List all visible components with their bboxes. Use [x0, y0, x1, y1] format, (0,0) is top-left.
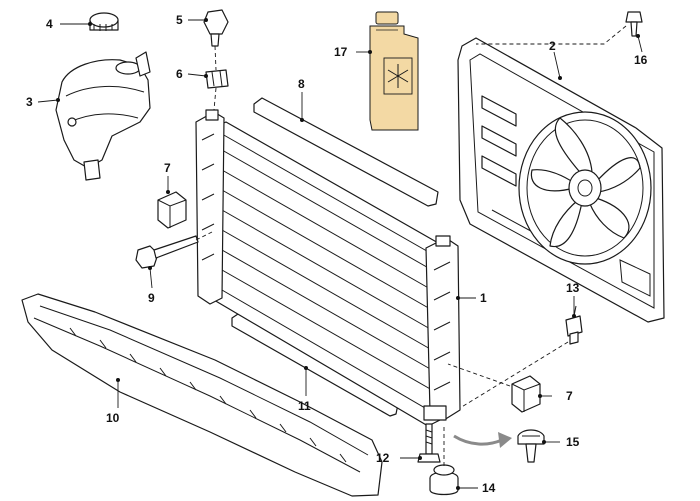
callout-9: 9	[148, 291, 155, 305]
callout-5: 5	[176, 13, 183, 27]
radiator-part-1	[195, 109, 461, 427]
screw-part-16	[625, 11, 643, 37]
seal-strip-part-8	[253, 97, 439, 207]
rubber-mount-part-7-lower	[511, 375, 541, 413]
callout-12: 12	[376, 451, 390, 465]
callout-1: 1	[480, 291, 487, 305]
callout-4: 4	[46, 17, 53, 31]
grommet-part-14	[429, 464, 459, 496]
snowflake-icon	[383, 57, 413, 95]
air-deflector-part-10	[21, 293, 383, 497]
clip-part-6	[205, 69, 229, 89]
callout-7-upper: 7	[164, 161, 171, 175]
coolant-bottle-part-17	[369, 11, 419, 131]
callout-3: 3	[26, 95, 33, 109]
rubber-mount-part-7-upper	[157, 191, 187, 229]
callout-11: 11	[298, 399, 311, 413]
expansion-tank-part-3	[55, 51, 151, 181]
callout-2: 2	[549, 39, 556, 53]
callout-8: 8	[298, 77, 305, 91]
fan-shroud-part-2	[457, 37, 665, 323]
callout-13: 13	[566, 281, 580, 295]
callout-14: 14	[482, 481, 496, 495]
callout-15: 15	[566, 435, 580, 449]
leader-lines	[37, 18, 643, 490]
callout-16: 16	[634, 53, 648, 67]
assembly-line-9	[195, 231, 213, 241]
bleed-valve-part-5	[203, 9, 229, 47]
bolt-part-12	[417, 423, 441, 463]
assembly-line-16	[476, 25, 627, 45]
assembly-line-7	[447, 363, 511, 387]
assembly-line-13	[459, 341, 569, 409]
callout-6: 6	[176, 67, 183, 81]
callout-7-lower: 7	[566, 389, 573, 403]
callout-labels: 1 2 3 4 5 6 7 7 8 9 10 11 12 13 14 15 16…	[26, 13, 648, 495]
assembly-line-6	[213, 87, 217, 111]
drain-tap-part-15	[517, 429, 545, 463]
callout-10: 10	[106, 411, 120, 425]
assembly-line-5	[214, 45, 217, 71]
direction-arrow	[453, 432, 512, 448]
callout-17: 17	[334, 45, 348, 59]
tank-cap-part-4	[89, 12, 119, 31]
bolt-part-9	[135, 235, 199, 269]
